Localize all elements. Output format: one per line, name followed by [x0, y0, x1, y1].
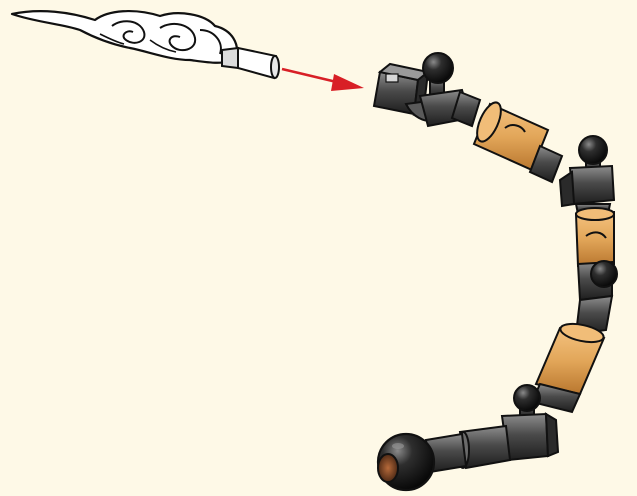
connector-tube-icon: [452, 92, 562, 182]
direction-arrow-icon: [282, 69, 364, 91]
smoke-plume-icon: [12, 11, 237, 63]
connector-tube-icon: [532, 321, 605, 412]
ball-end-cap-icon: [378, 434, 434, 490]
ball-joint-icon: [576, 261, 617, 334]
connector-tube-icon: [426, 426, 510, 472]
smoke-nozzle-icon: [222, 48, 279, 78]
ball-joint-icon: [560, 136, 614, 206]
connector-tube-icon: [576, 204, 614, 266]
